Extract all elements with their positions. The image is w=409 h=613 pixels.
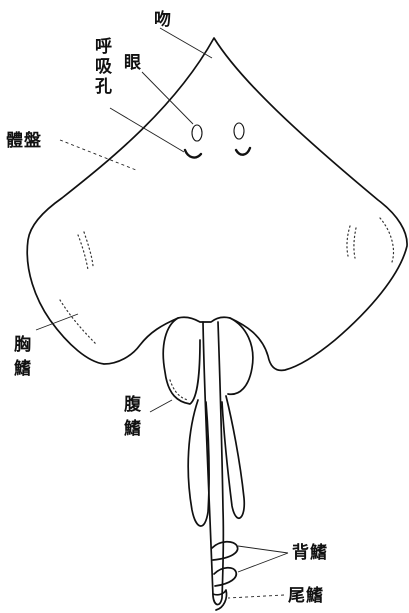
right-spiracle bbox=[234, 146, 252, 156]
tail-outline bbox=[202, 321, 225, 606]
dorsal-fin-2 bbox=[213, 566, 238, 587]
right-margin-stipple bbox=[379, 217, 395, 263]
label-spiracle-2: 吸 bbox=[95, 57, 113, 77]
label-spiracle-3: 孔 bbox=[95, 77, 112, 97]
label-snout: 吻 bbox=[154, 9, 171, 30]
body-disc-outline bbox=[26, 37, 408, 372]
pectoral-leader bbox=[35, 313, 79, 331]
label-pelvic-2: 鰭 bbox=[124, 419, 141, 439]
left-spiracle bbox=[183, 148, 203, 159]
pelvic-stipple bbox=[169, 379, 189, 401]
left-clasper bbox=[187, 399, 210, 527]
label-caudal-1: 尾 bbox=[288, 586, 305, 606]
caudal-fin bbox=[212, 589, 228, 611]
left-eye bbox=[191, 124, 203, 142]
right-clasper bbox=[221, 395, 246, 519]
spiracle-leader bbox=[109, 107, 185, 153]
pelvic-leader bbox=[149, 399, 173, 413]
eye-leader bbox=[141, 71, 194, 125]
snout-leader bbox=[159, 27, 213, 59]
right-pelvic-fin bbox=[227, 317, 254, 396]
label-caudal-2: 鰭 bbox=[306, 586, 323, 606]
left-wing-stipple-2 bbox=[83, 231, 94, 267]
label-disc-1: 體 bbox=[6, 131, 23, 151]
label-dorsal-1: 背 bbox=[292, 542, 309, 563]
left-margin-stipple bbox=[59, 299, 97, 345]
label-pectoral-1: 胸 bbox=[14, 334, 31, 355]
right-wing-stipple bbox=[346, 225, 351, 257]
label-dorsal-2: 鰭 bbox=[310, 543, 327, 563]
right-eye bbox=[233, 122, 245, 140]
left-wing-stipple bbox=[77, 234, 89, 271]
left-pelvic-fin bbox=[162, 317, 201, 405]
right-wing-stipple-2 bbox=[353, 227, 357, 259]
label-pelvic-1: 腹 bbox=[124, 394, 142, 415]
dorsal-leader-1 bbox=[237, 545, 289, 554]
label-disc-2: 盤 bbox=[24, 130, 42, 151]
dorsal-fin-1 bbox=[211, 540, 239, 561]
label-spiracle-1: 呼 bbox=[95, 37, 112, 57]
label-pectoral-2: 鰭 bbox=[14, 359, 31, 379]
dorsal-leader-2 bbox=[237, 552, 289, 573]
caudal-leader bbox=[227, 594, 285, 599]
disc-leader bbox=[59, 139, 137, 171]
label-eye: 眼 bbox=[124, 53, 141, 73]
